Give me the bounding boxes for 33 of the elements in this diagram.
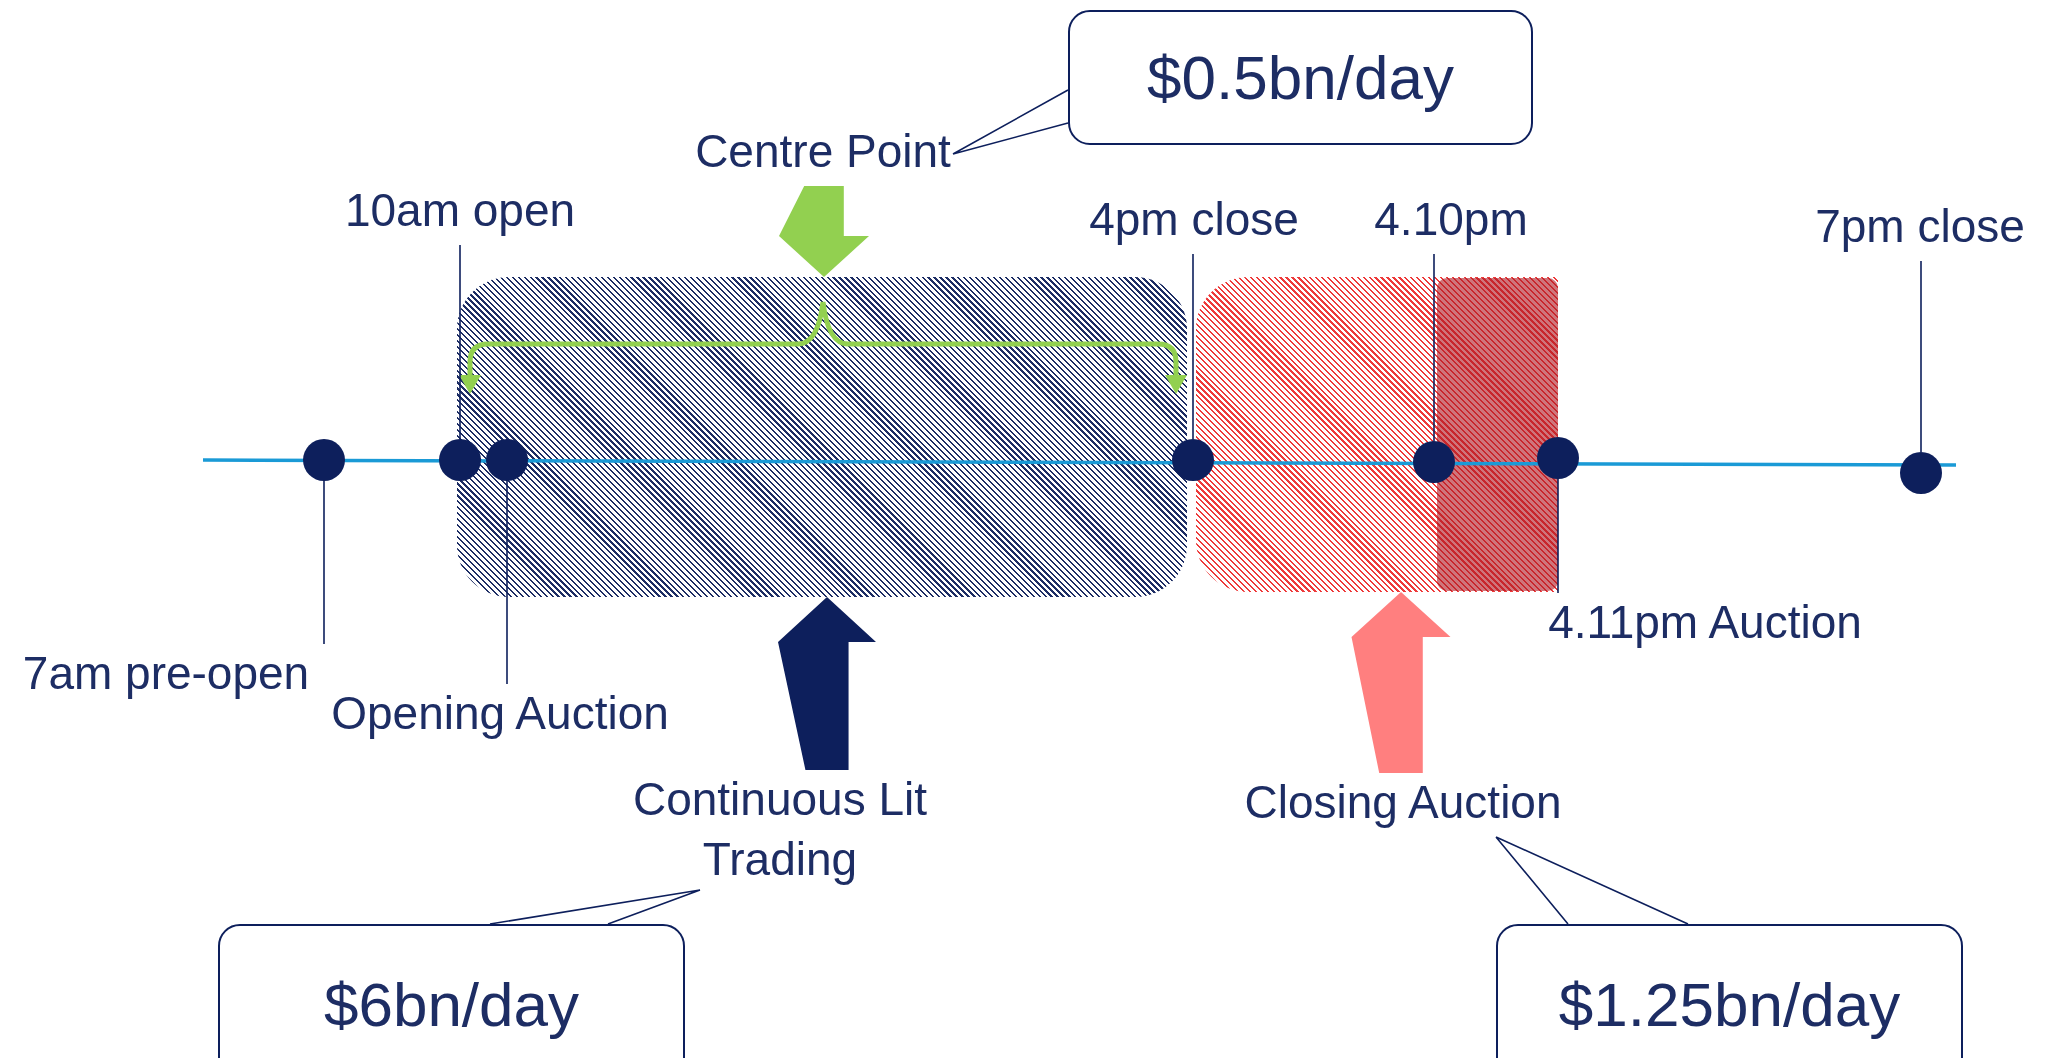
session-label: Centre Point xyxy=(693,122,953,186)
timeline-dot xyxy=(1413,441,1455,483)
leader-line xyxy=(1557,478,1559,594)
block-arrow xyxy=(778,597,876,770)
timeline-dot xyxy=(486,439,528,481)
session-label: Continuous Lit Trading xyxy=(610,770,950,890)
timeline-dot xyxy=(1537,437,1579,479)
shaded-band xyxy=(1437,278,1558,591)
leader-line xyxy=(1192,253,1194,440)
callout-bubble: $1.25bn/day xyxy=(1496,924,1963,1058)
callout-pointer xyxy=(1495,836,1689,925)
timeline-dot xyxy=(1900,452,1942,494)
callout-bubble: $6bn/day xyxy=(218,924,685,1058)
timeline-dot xyxy=(303,439,345,481)
callout-pointer xyxy=(952,89,1069,155)
time-label: 4.11pm Auction xyxy=(1540,593,1870,657)
leader-line xyxy=(323,480,325,645)
block-arrow xyxy=(779,186,869,277)
callout-bubble: $0.5bn/day xyxy=(1068,10,1533,145)
time-label: 10am open xyxy=(330,181,590,245)
timeline-dot xyxy=(439,439,481,481)
hatched-band xyxy=(1196,277,1558,592)
time-label: 7pm close xyxy=(1791,197,2049,261)
leader-line xyxy=(459,244,461,440)
hatched-band xyxy=(457,277,1187,597)
leader-line xyxy=(506,480,508,685)
time-label: 4pm close xyxy=(1064,190,1324,254)
leader-line xyxy=(1920,260,1922,453)
time-label: 4.10pm xyxy=(1331,190,1571,254)
leader-line xyxy=(1433,253,1435,442)
block-arrow xyxy=(1351,592,1451,773)
session-label: Closing Auction xyxy=(1228,773,1578,837)
callout-pointer xyxy=(489,889,701,925)
